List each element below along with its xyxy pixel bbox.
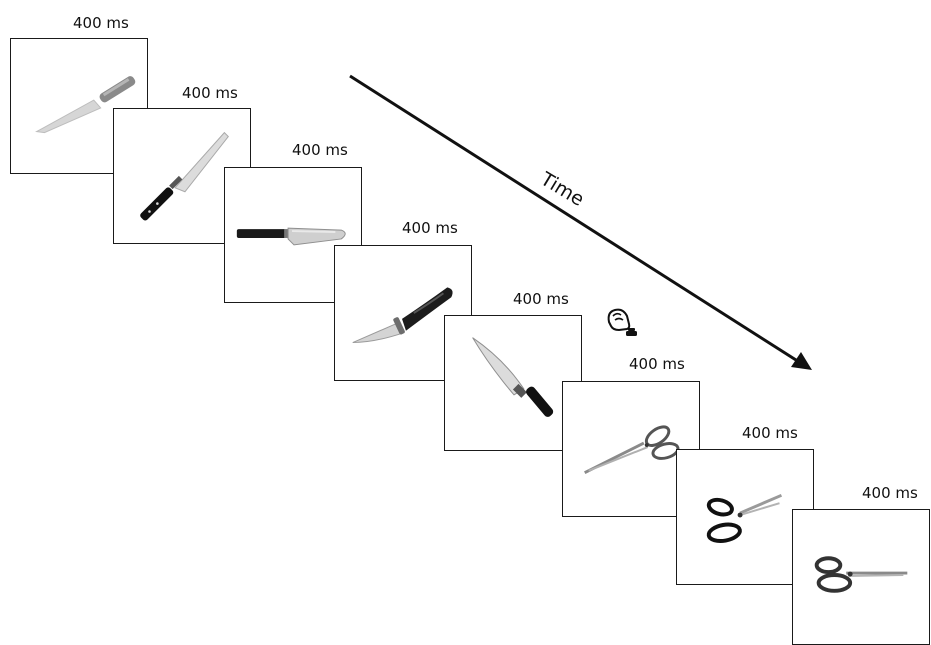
duration-label-3: 400 ms — [292, 141, 348, 159]
duration-label-1: 400 ms — [73, 14, 129, 32]
duration-label-5: 400 ms — [513, 290, 569, 308]
duration-label-4: 400 ms — [402, 219, 458, 237]
scissors-image — [793, 510, 929, 644]
knife-image — [445, 316, 581, 450]
duration-label-7: 400 ms — [742, 424, 798, 442]
duration-label-2: 400 ms — [182, 84, 238, 102]
hand-press-button-icon — [603, 306, 639, 342]
stimulus-frame-8 — [792, 509, 930, 645]
duration-label-6: 400 ms — [629, 355, 685, 373]
duration-label-8: 400 ms — [862, 484, 918, 502]
arrow-head-icon — [791, 352, 812, 370]
time-axis-label: Time — [537, 168, 588, 211]
